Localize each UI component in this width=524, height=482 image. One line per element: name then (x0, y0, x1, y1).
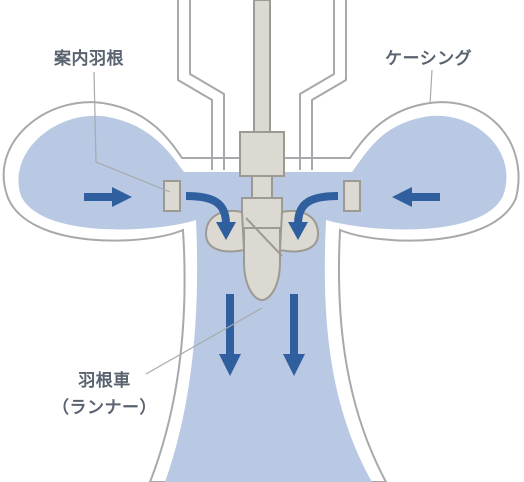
runner-diagonal (245, 217, 283, 257)
inflow-arrow-left (84, 187, 132, 207)
guide-vane-left (163, 180, 181, 212)
runner-label-line1: 羽根車 (78, 371, 131, 391)
guide-vane-right (343, 180, 361, 212)
shaft-coupling (239, 131, 285, 177)
outflow-arrow-right (283, 294, 305, 376)
runner-label-line2: （ランナー） (52, 398, 157, 418)
inflow-arrow-right (392, 187, 440, 207)
runner-inflow-arrow-right (294, 192, 339, 225)
runner-hub (241, 197, 283, 229)
guide-vane-leader (93, 71, 171, 193)
runner-cone (243, 227, 281, 302)
runner-inflow-arrowhead-right (288, 222, 308, 240)
shaft-housing-outer (177, 0, 347, 170)
runner-leader (145, 307, 263, 375)
runner-inflow-arrowhead-left (216, 222, 236, 240)
shaft-housing-inner (189, 0, 335, 170)
guide-vane-label: 案内羽根 (54, 49, 124, 69)
outflow-arrow-left (219, 294, 241, 376)
shaft (253, 0, 271, 133)
shaft-lower (251, 175, 273, 199)
casing-label: ケーシング (385, 49, 473, 69)
runner-label: 羽根車 （ランナー） (52, 368, 157, 422)
casing-leader (429, 69, 433, 105)
runner-inflow-arrow-left (185, 192, 230, 225)
